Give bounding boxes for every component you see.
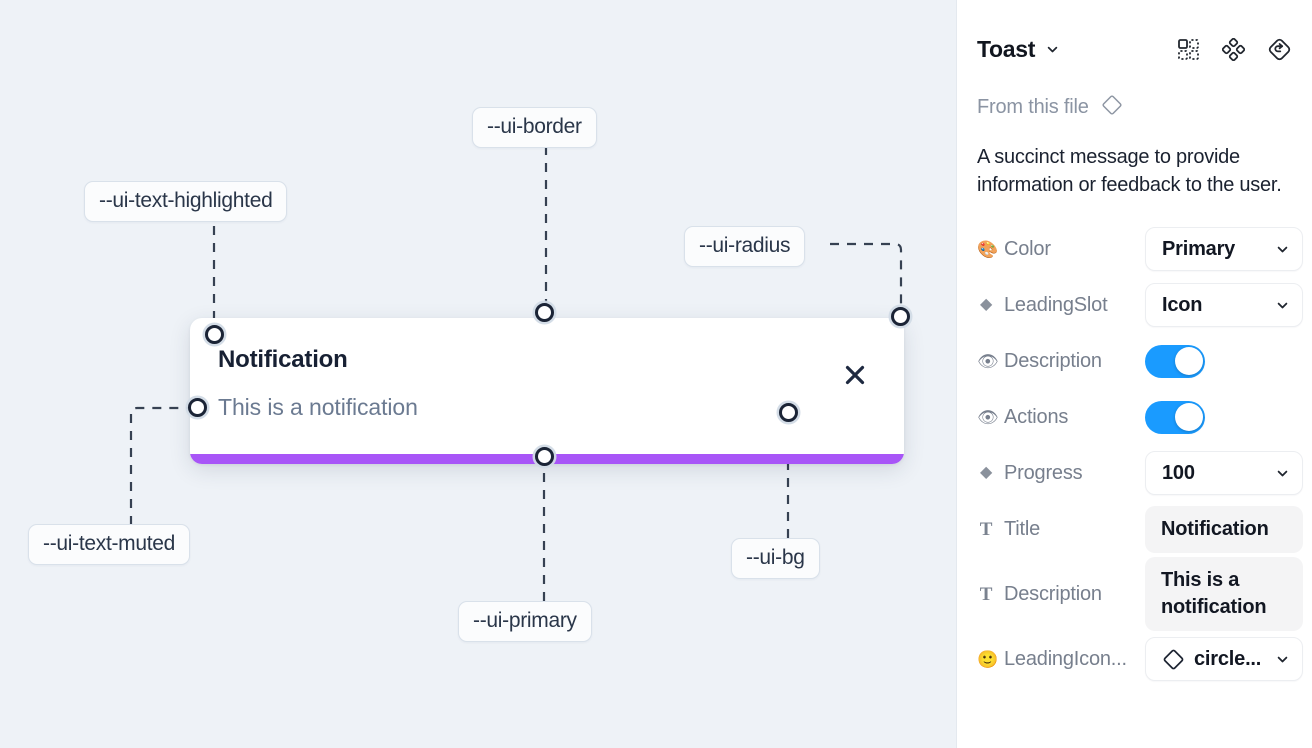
diamond-icon xyxy=(1101,94,1123,121)
property-control-description-text: This is a notification xyxy=(1145,557,1303,631)
property-label-text: LeadingSlot xyxy=(1004,293,1108,316)
color-select[interactable]: Primary xyxy=(1145,227,1303,271)
design-canvas[interactable]: Notification This is a notification --ui… xyxy=(0,0,956,748)
toast-title: Notification xyxy=(218,346,348,373)
actions-toggle[interactable] xyxy=(1145,400,1205,434)
property-row-description-toggle: 👁 Description xyxy=(977,333,1292,389)
panel-title: Toast xyxy=(977,35,1036,62)
property-label-text: LeadingIcon... xyxy=(1004,647,1127,670)
diamond-icon: ◆ xyxy=(979,464,993,481)
property-label-text: Color xyxy=(1004,237,1051,260)
eye-emoji-icon: 👁 xyxy=(977,407,999,427)
property-label-color: 🎨 Color xyxy=(977,238,1145,261)
toast-description: This is a notification xyxy=(218,394,418,420)
component-grid-icon[interactable] xyxy=(1177,38,1200,61)
handle-primary[interactable] xyxy=(535,447,554,466)
property-control-description-toggle xyxy=(1145,344,1303,378)
palette-emoji-icon: 🎨 xyxy=(977,239,998,259)
chevron-down-icon xyxy=(1267,652,1290,667)
property-row-actions-toggle: 👁 Actions xyxy=(977,389,1292,445)
handle-border[interactable] xyxy=(535,303,554,322)
property-row-leadingslot: ◆ LeadingSlot Icon xyxy=(977,277,1303,333)
annotation-pill-text-muted[interactable]: --ui-text-muted xyxy=(28,524,191,565)
property-label-text: Title xyxy=(1004,517,1041,540)
annotation-pill-border[interactable]: --ui-border xyxy=(472,107,597,148)
progress-select[interactable]: 100 xyxy=(1145,451,1303,495)
panel-header-actions xyxy=(1177,37,1292,62)
leadingicon-select-value: circle... xyxy=(1194,647,1262,670)
property-control-progress: 100 xyxy=(1145,451,1303,495)
from-this-file-label: From this file xyxy=(977,96,1089,118)
property-label-text: Actions xyxy=(1004,405,1069,428)
eye-emoji-icon: 👁 xyxy=(977,351,999,371)
annotation-pill-bg[interactable]: --ui-bg xyxy=(731,538,820,579)
property-label-description-text: T Description xyxy=(977,583,1145,606)
leadingicon-select[interactable]: circle... xyxy=(1145,637,1303,681)
handle-bg[interactable] xyxy=(779,403,798,422)
description-toggle[interactable] xyxy=(1145,344,1205,378)
description-input[interactable]: This is a notification xyxy=(1145,557,1303,631)
from-this-file-row[interactable]: From this file xyxy=(977,94,1292,121)
panel-header: Toast xyxy=(977,0,1292,72)
property-label-description-toggle: 👁 Description xyxy=(977,350,1145,373)
properties-panel: Toast xyxy=(956,0,1312,748)
chevron-down-icon xyxy=(1267,242,1290,257)
leadingslot-select-value: Icon xyxy=(1162,293,1203,316)
property-label-text: Progress xyxy=(1004,461,1083,484)
annotation-pill-text-highlighted[interactable]: --ui-text-highlighted xyxy=(84,181,288,222)
property-list: 🎨 Color Primary ◆ LeadingSlot xyxy=(977,221,1303,687)
property-label-text: Description xyxy=(1004,349,1102,372)
progress-select-value: 100 xyxy=(1162,461,1195,484)
diamond-icon xyxy=(1162,648,1185,671)
close-icon[interactable] xyxy=(842,362,868,388)
property-row-description-text: T Description This is a notification xyxy=(977,557,1303,631)
property-row-leadingicon: 🙂 LeadingIcon... circle... xyxy=(977,631,1303,687)
diamond-icon: ◆ xyxy=(979,296,993,313)
property-row-progress: ◆ Progress 100 xyxy=(977,445,1303,501)
annotation-pill-radius[interactable]: --ui-radius xyxy=(684,226,806,267)
property-label-progress: ◆ Progress xyxy=(977,462,1145,485)
handle-text-highlighted[interactable] xyxy=(205,325,224,344)
annotation-pill-primary[interactable]: --ui-primary xyxy=(458,601,592,642)
text-type-icon: T xyxy=(979,518,993,540)
property-label-title: T Title xyxy=(977,518,1145,541)
chevron-down-icon xyxy=(1267,466,1290,481)
component-description: A succinct message to provide informatio… xyxy=(977,146,1282,196)
four-dots-diamond-icon[interactable] xyxy=(1222,37,1245,61)
property-label-actions-toggle: 👁 Actions xyxy=(977,406,1145,429)
property-label-text: Description xyxy=(1004,582,1102,605)
property-label-leadingicon: 🙂 LeadingIcon... xyxy=(977,648,1145,671)
property-control-actions-toggle xyxy=(1145,400,1303,434)
handle-radius[interactable] xyxy=(891,307,910,326)
handle-text-muted[interactable] xyxy=(188,398,207,417)
reset-diamond-icon[interactable] xyxy=(1267,37,1292,62)
property-control-leadingslot: Icon xyxy=(1145,283,1303,327)
color-select-value: Primary xyxy=(1162,237,1236,260)
toggle-knob xyxy=(1174,403,1203,431)
property-control-title: Notification xyxy=(1145,505,1303,553)
smiley-emoji-icon: 🙂 xyxy=(977,649,998,669)
property-row-title: T Title Notification xyxy=(977,501,1303,557)
chevron-down-icon xyxy=(1267,298,1290,313)
toggle-knob xyxy=(1174,347,1203,375)
leadingslot-select[interactable]: Icon xyxy=(1145,283,1303,327)
property-label-leadingslot: ◆ LeadingSlot xyxy=(977,294,1145,317)
toast-preview-card[interactable]: Notification This is a notification xyxy=(190,318,904,464)
property-control-color: Primary xyxy=(1145,227,1303,271)
property-control-leadingicon: circle... xyxy=(1145,637,1303,681)
text-type-icon: T xyxy=(979,583,993,605)
title-input[interactable]: Notification xyxy=(1145,505,1303,553)
chevron-down-icon[interactable] xyxy=(1045,42,1060,57)
property-row-color: 🎨 Color Primary xyxy=(977,221,1303,277)
